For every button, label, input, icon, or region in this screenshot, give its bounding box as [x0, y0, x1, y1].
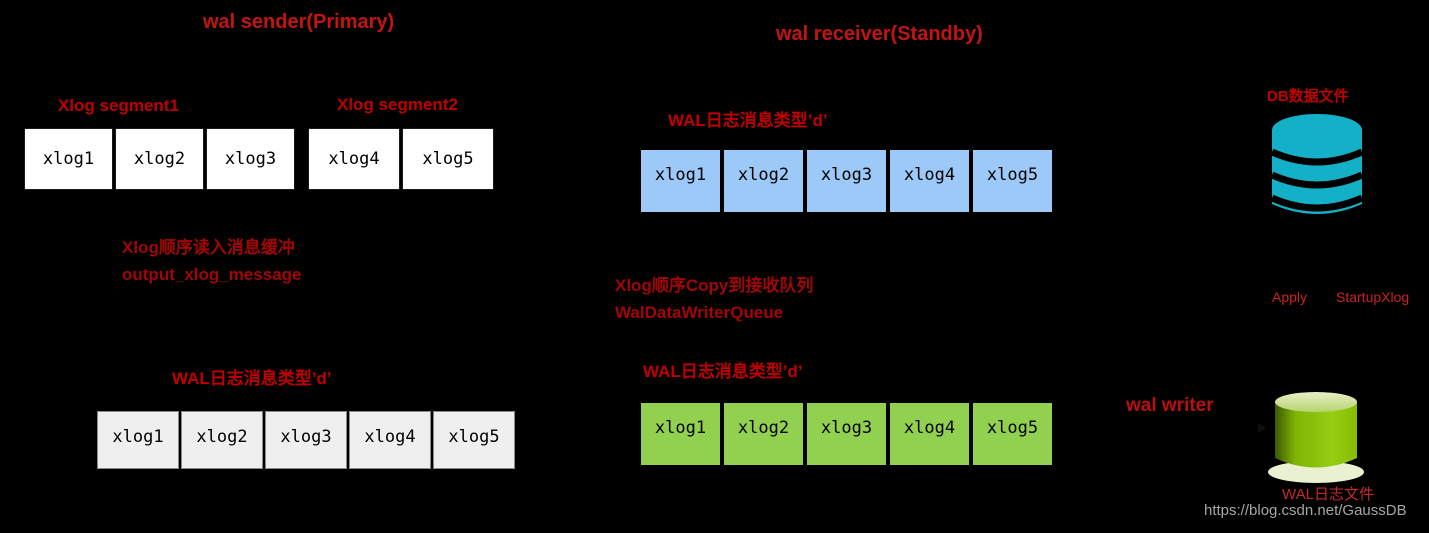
wal-receiver-title: wal receiver(Standby) — [776, 23, 983, 45]
xlog-cell: xlog1 — [97, 411, 179, 469]
wal-file-label: WAL日志文件 — [1282, 486, 1374, 503]
xlog-cell: xlog5 — [972, 149, 1053, 213]
receiver-queue-note: Xlog顺序Copy到接收队列 WalDataWriterQueue — [615, 272, 813, 326]
xlog-cell: xlog5 — [433, 411, 515, 469]
xlog-cell: xlog2 — [723, 149, 804, 213]
xlog-segment1-row: xlog1 xlog2 xlog3 — [24, 128, 295, 190]
xlog-cell: xlog4 — [308, 128, 400, 190]
sender-buffer-note-line1: Xlog顺序读入消息缓冲 — [122, 238, 295, 257]
xlog-segment2-label: Xlog segment2 — [337, 95, 458, 114]
xlog-cell: xlog4 — [889, 149, 970, 213]
xlog-segment1-label: Xlog segment1 — [58, 96, 179, 115]
wal-sender-title: wal sender(Primary) — [203, 11, 395, 33]
xlog-cell: xlog3 — [206, 128, 295, 190]
watermark-url: https://blog.csdn.net/GaussDB — [1204, 502, 1407, 519]
startup-xlog-label: StartupXlog — [1336, 289, 1410, 305]
xlog-cell: xlog1 — [640, 149, 721, 213]
xlog-cell: xlog5 — [402, 128, 494, 190]
xlog-cell: xlog1 — [24, 128, 113, 190]
sender-buffer-note: Xlog顺序读入消息缓冲 output_xlog_message — [122, 234, 302, 288]
sender-buffer-note-line2: output_xlog_message — [122, 265, 302, 284]
xlog-cell: xlog3 — [806, 402, 887, 466]
xlog-cell: xlog3 — [806, 149, 887, 213]
receiver-queue-row: xlog1 xlog2 xlog3 xlog4 xlog5 — [640, 402, 1053, 466]
receiver-incoming-row: xlog1 xlog2 xlog3 xlog4 xlog5 — [640, 149, 1053, 213]
xlog-cell: xlog1 — [640, 402, 721, 466]
receiver-queue-note-line1: Xlog顺序Copy到接收队列 — [615, 276, 814, 295]
receiver-queue-label: WAL日志消息类型’d’ — [643, 362, 803, 381]
database-cylinder-icon — [1271, 114, 1363, 214]
db-data-file-label: DB数据文件 — [1267, 88, 1349, 105]
xlog-cell: xlog2 — [115, 128, 204, 190]
receiver-incoming-label: WAL日志消息类型’d’ — [668, 111, 828, 130]
xlog-cell: xlog3 — [265, 411, 347, 469]
xlog-cell: xlog4 — [889, 402, 970, 466]
sender-message-type-label: WAL日志消息类型’d’ — [172, 369, 332, 388]
xlog-cell: xlog4 — [349, 411, 431, 469]
xlog-cell: xlog5 — [972, 402, 1053, 466]
sender-message-row: xlog1 xlog2 xlog3 xlog4 xlog5 — [97, 411, 515, 469]
xlog-cell: xlog2 — [181, 411, 263, 469]
xlog-segment2-row: xlog4 xlog5 — [308, 128, 494, 190]
apply-label: Apply — [1272, 289, 1308, 305]
receiver-queue-note-line2: WalDataWriterQueue — [615, 303, 784, 322]
xlog-cell: xlog2 — [723, 402, 804, 466]
wal-file-cylinder-icon — [1268, 392, 1364, 483]
connector-arrowhead-icon — [1258, 423, 1267, 433]
wal-writer-label: wal writer — [1126, 395, 1214, 416]
